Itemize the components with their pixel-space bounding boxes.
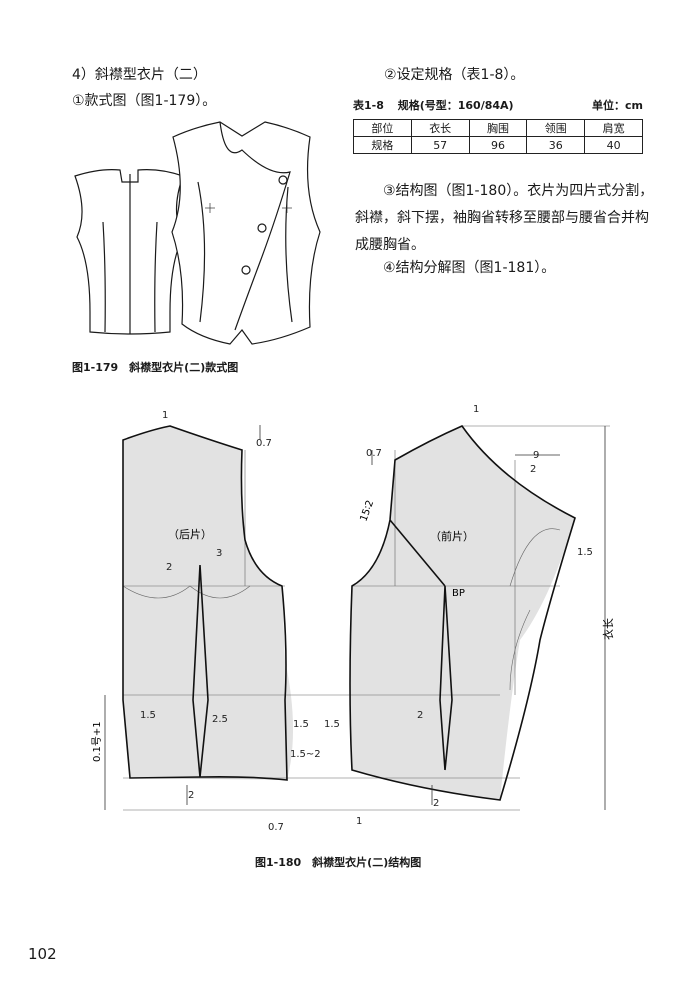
dim-label: 1.5	[324, 719, 340, 730]
table-header-cell: 领围	[526, 119, 586, 137]
front-left-seam	[197, 181, 206, 323]
table-header-cell: 部位	[353, 119, 412, 137]
structure-paragraph: ③结构图（图1-180）。衣片为四片式分割，斜襟，斜下摆，袖胸省转移至腰部与腰省…	[355, 183, 654, 253]
table-header-cell: 肩宽	[584, 119, 643, 137]
dim-label: 9	[533, 450, 539, 461]
dim-label: 1.5	[577, 547, 593, 558]
table-header-cell: 衣长	[410, 119, 470, 137]
left-dimension-label: 0.1号+1	[91, 721, 103, 762]
back-left-princess-seam	[102, 221, 106, 333]
figure-180-caption: 图1-180 斜襟型衣片(二)结构图	[255, 856, 422, 869]
dim-label: 2	[433, 798, 439, 809]
back-dart	[192, 564, 209, 778]
table-caption-row: 表1-8 规格(号型：160/84A) 单位：cm	[353, 97, 643, 113]
pattern-draft-figure: 1 0.7 3 2 1.5 2.5 1.5 1.5 1.5~2 2 0.7 1 …	[91, 404, 615, 833]
bp-label: BP	[452, 588, 465, 599]
front-dart	[439, 585, 453, 771]
table-cell: 96	[468, 136, 528, 154]
back-piece-shade	[123, 426, 294, 780]
dim-label: 0.7	[366, 448, 382, 459]
table-cell: 40	[584, 136, 643, 154]
button-1	[278, 175, 288, 185]
table-cell: 57	[410, 136, 470, 154]
button-2	[257, 223, 267, 233]
dim-label: 2	[166, 562, 172, 573]
spec-item: ②设定规格（表1-8）。	[384, 67, 525, 83]
table-cell: 规格	[353, 136, 412, 154]
front-piece-shade	[350, 426, 575, 800]
bust-dart-line	[389, 519, 446, 587]
decomposition-item: ④结构分解图（图1-181）。	[383, 260, 556, 276]
dim-label: 0.7	[268, 822, 284, 833]
back-right-princess-seam	[154, 221, 158, 333]
body-length-label: 衣长	[601, 618, 615, 640]
front-piece-label: （前片）	[430, 529, 474, 543]
dim-label: 1	[356, 816, 362, 827]
table-unit: 单位：cm	[592, 99, 643, 112]
table-row: 规格 57 96 36 40	[353, 136, 643, 154]
dart-angle-label: 15∶2	[358, 499, 376, 523]
front-view-sketch	[171, 121, 321, 345]
dim-label: 2.5	[212, 714, 228, 725]
front-right-seam	[285, 186, 293, 323]
dim-label: 1	[162, 410, 168, 421]
section-heading: 4）斜襟型衣片（二）	[72, 67, 207, 83]
style-drawing-item: ①款式图（图1-179）。	[72, 93, 217, 109]
back-piece-label: （后片）	[168, 528, 212, 541]
dim-label: 0.7	[256, 438, 272, 449]
table-cell: 36	[526, 136, 586, 154]
back-piece-outline	[122, 425, 288, 781]
table-header-row: 部位 衣长 胸围 领围 肩宽	[353, 119, 643, 137]
spec-table: 部位 衣长 胸围 领围 肩宽 规格 57 96 36 40	[353, 119, 643, 154]
dim-label: 1.5	[140, 710, 156, 721]
figure-179-caption: 图1-179 斜襟型衣片(二)款式图	[72, 361, 239, 374]
table-title: 规格(号型：160/84A)	[397, 99, 514, 112]
dim-label: 2	[188, 790, 194, 801]
front-piece-outline	[349, 425, 576, 801]
front-overlap-edge	[219, 121, 291, 331]
dim-label: 2	[417, 710, 423, 721]
back-view-sketch	[74, 169, 184, 335]
table-label: 表1-8	[353, 99, 384, 112]
dim-label: 1.5	[293, 719, 309, 730]
dim-label: 3	[216, 548, 222, 559]
dim-label: 2	[530, 464, 536, 475]
page-number: 102	[28, 945, 57, 963]
table-header-cell: 胸围	[468, 119, 528, 137]
button-3	[241, 265, 251, 275]
dim-label: 1	[473, 404, 479, 415]
dim-label: 1.5~2	[290, 749, 321, 760]
style-sketch-figure	[74, 121, 321, 345]
